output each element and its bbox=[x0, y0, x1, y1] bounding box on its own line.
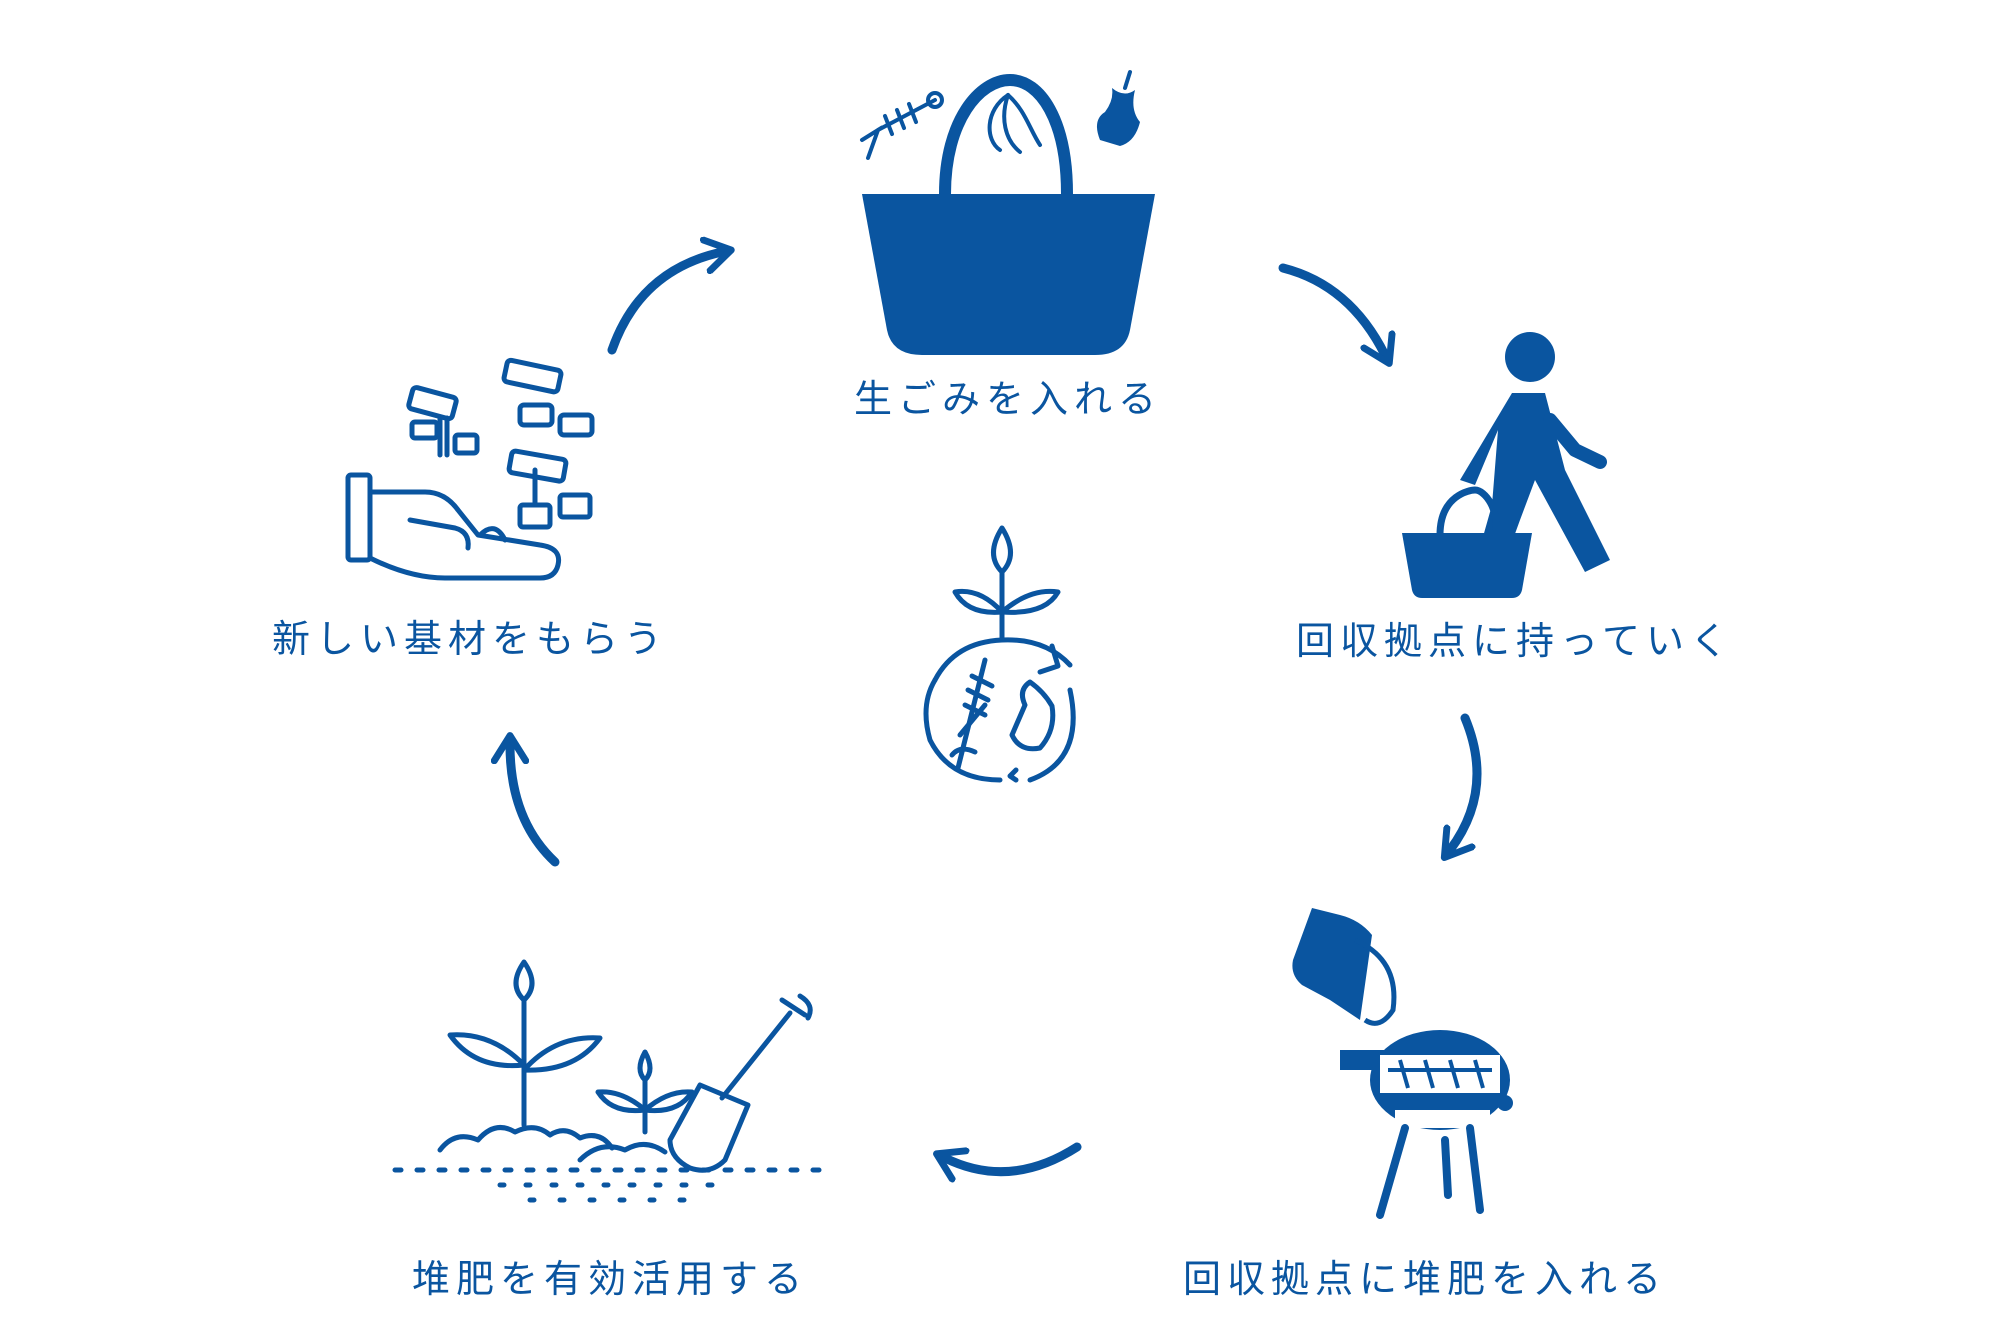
step-label-5-text: 新しい基材をもらう bbox=[272, 617, 668, 661]
step-label-3: 回収拠点に堆肥を入れる bbox=[1183, 1257, 1667, 1301]
step-label-5: 新しい基材をもらう bbox=[272, 617, 668, 661]
cycle-arrow-5 bbox=[607, 252, 722, 355]
cycle-arrow-1 bbox=[1278, 263, 1385, 355]
step-label-2-text: 回収拠点に持っていく bbox=[1296, 619, 1734, 663]
step-label-1: 生ごみを入れる bbox=[854, 377, 1162, 421]
cycle-arrow-2 bbox=[1450, 713, 1482, 850]
cycle-arrow-4 bbox=[510, 745, 560, 867]
cycle-arrow-3 bbox=[945, 1142, 1082, 1172]
step-label-2: 回収拠点に持っていく bbox=[1296, 619, 1734, 663]
step-label-4: 堆肥を有効活用する bbox=[412, 1257, 808, 1301]
food-waste-bag-icon bbox=[860, 70, 1155, 355]
compost-tumbler-icon bbox=[1292, 908, 1513, 1219]
step-label-4-text: 堆肥を有効活用する bbox=[412, 1257, 808, 1301]
step-label-3-text: 回収拠点に堆肥を入れる bbox=[1183, 1257, 1667, 1301]
compost-cycle-icon bbox=[923, 525, 1076, 783]
person-carrying-bag-icon bbox=[1402, 332, 1610, 598]
hand-receiving-woodchips-icon bbox=[345, 357, 595, 581]
step-label-1-text: 生ごみを入れる bbox=[854, 377, 1162, 421]
plants-shovel-soil-icon bbox=[392, 959, 833, 1203]
